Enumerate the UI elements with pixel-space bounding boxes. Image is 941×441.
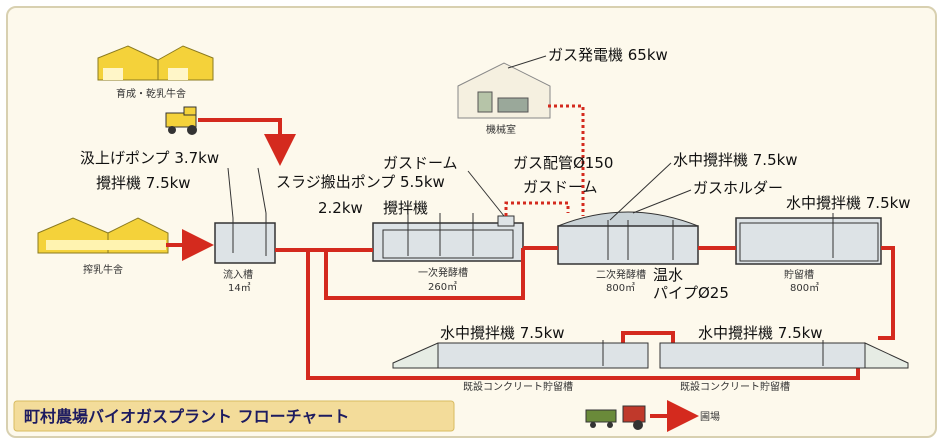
milking-barn-icon	[37, 217, 169, 254]
machine-room-label: 機械室	[486, 123, 516, 136]
gas-pipe-line	[548, 104, 585, 216]
primary-fermentation-tank	[372, 213, 524, 262]
storage-tank-name: 貯留槽	[784, 268, 814, 281]
concrete-tank-2-label: 既設コンクリート貯留槽	[680, 380, 790, 393]
diagram-frame: 育成・乾乳牛舎 搾乳牛舎 流入槽 14㎥ 一次発酵槽 260㎥ 機	[6, 6, 937, 438]
submersible-mixer-bottom-left-label: 水中攪拌機 7.5kw	[440, 324, 565, 342]
transport-arrow	[198, 118, 296, 166]
storage-tank	[735, 213, 882, 265]
submersible-mixer-bottom-right-label: 水中攪拌機 7.5kw	[698, 324, 823, 342]
inflow-tank-name: 流入槽	[223, 268, 253, 281]
inflow-tank-volume: 14㎥	[228, 281, 251, 294]
submersible-mixer-top-label: 水中攪拌機 7.5kw	[673, 151, 798, 169]
field-label: 圃場	[700, 410, 720, 423]
mixer-label: 攪拌機 7.5kw	[96, 174, 191, 192]
mixer-plain-label: 攪拌機	[383, 199, 428, 217]
sludge-pump-label: スラジ搬出ポンプ 5.5kw	[276, 173, 445, 191]
hot-water-label: 温水	[653, 266, 683, 284]
concrete-storage-tank-1	[392, 340, 649, 369]
secondary-tank-volume: 800㎥	[606, 281, 635, 294]
hot-water-pipe-label: パイプØ25	[653, 284, 729, 302]
generator-label: ガス発電機 65kw	[548, 46, 668, 64]
gas-dome-label-2: ガスドーム	[523, 178, 598, 196]
concrete-storage-tank-2	[659, 340, 909, 369]
title-banner	[13, 400, 455, 432]
primary-tank-volume: 260㎥	[428, 280, 457, 293]
primary-tank-name: 一次発酵槽	[418, 266, 468, 279]
lift-pump-label: 汲上げポンプ 3.7kw	[80, 149, 219, 167]
submersible-mixer-right-label: 水中攪拌機 7.5kw	[786, 194, 911, 212]
secondary-tank-name: 二次発酵槽	[596, 268, 646, 281]
page-title: 町村農場バイオガスプラント フローチャート	[24, 407, 349, 426]
gas-dome-label-1: ガスドーム	[383, 154, 458, 172]
gas-pipe-label: ガス配管Ø150	[513, 154, 613, 172]
gas-holder-label: ガスホルダー	[693, 179, 783, 197]
heifer-barn-label: 育成・乾乳牛舎	[116, 87, 186, 100]
power-22-label: 2.2kw	[318, 199, 363, 217]
inflow-tank	[214, 213, 276, 264]
manure-spreader-icon	[585, 405, 646, 430]
tractor-icon	[165, 106, 197, 135]
concrete-tank-1-label: 既設コンクリート貯留槽	[463, 380, 573, 393]
gas-dome-line	[504, 201, 570, 216]
flow-diagram: 育成・乾乳牛舎 搾乳牛舎 流入槽 14㎥ 一次発酵槽 260㎥ 機	[13, 45, 911, 432]
machine-room-icon	[457, 62, 551, 119]
milking-barn-label: 搾乳牛舎	[83, 263, 123, 276]
secondary-fermentation-tank	[557, 211, 699, 265]
heifer-barn-icon	[97, 45, 214, 81]
storage-tank-volume: 800㎥	[790, 281, 819, 294]
